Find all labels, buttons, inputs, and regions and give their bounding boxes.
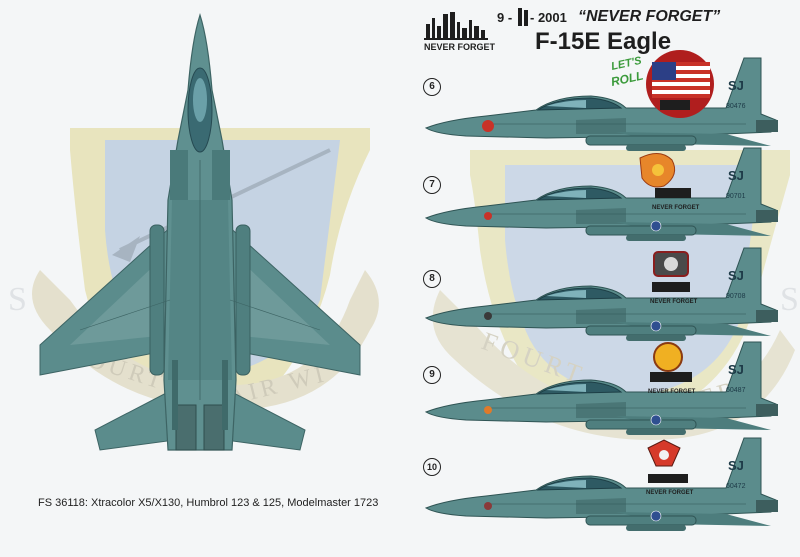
twin-towers-icon	[518, 8, 528, 26]
profile-number-6: 6	[423, 78, 441, 96]
profile-number-10: 10	[423, 458, 441, 476]
logo-caption: NEVER FORGET	[424, 42, 496, 52]
profile-7-aircraft: SJ 90701	[425, 147, 779, 242]
header-date-left: 9 -	[497, 10, 513, 25]
insignia-lets-roll-flag: LET'S ROLL	[610, 50, 714, 118]
header-aircraft-title: F-15E Eagle	[535, 28, 672, 55]
paint-note: FS 36118: Xtracolor X5/X130, Humbrol 123…	[38, 497, 379, 509]
profile-number-9: 9	[423, 366, 441, 384]
profile-10-aircraft: SJ 60472	[425, 437, 779, 532]
svg-text:ROLL: ROLL	[610, 68, 645, 88]
profile-10-tail-code: SJ	[728, 458, 744, 473]
insignia-skull: NEVER FORGET	[650, 251, 698, 305]
profile-number-8: 8	[423, 270, 441, 288]
insignia-8-caption: NEVER FORGET	[650, 299, 698, 305]
top-view-aircraft	[39, 13, 361, 451]
watermark-left: S	[8, 281, 27, 318]
profile-6-aircraft: SJ 80476	[425, 57, 779, 152]
profile-10-serial: 60472	[726, 483, 746, 490]
insignia-eagle-badge: NEVER FORGET	[646, 439, 694, 496]
profile-8-tail-code: SJ	[728, 268, 744, 283]
insignia-7-caption: NEVER FORGET	[652, 205, 700, 211]
never-forget-logo	[424, 12, 488, 40]
profile-8-aircraft: SJ 90708	[425, 247, 779, 342]
profile-8-serial: 90708	[726, 293, 746, 300]
profile-9-serial: 60487	[726, 387, 746, 394]
insignia-9-caption: NEVER FORGET	[648, 389, 696, 395]
insignia-10-caption: NEVER FORGET	[646, 490, 694, 496]
profile-6-tail-code: SJ	[728, 78, 744, 93]
header-slogan: “NEVER FORGET”	[578, 8, 721, 25]
profile-7-serial: 90701	[726, 193, 746, 200]
profile-9-tail-code: SJ	[728, 362, 744, 377]
profile-6-serial: 80476	[726, 103, 746, 110]
insignia-dragon: NEVER FORGET	[639, 153, 700, 211]
header-date-right: - 2001	[530, 10, 567, 25]
insignia-lucky-badge: NEVER FORGET	[648, 342, 696, 395]
profile-9-aircraft: SJ 60487	[425, 341, 779, 436]
f15e-top-view	[39, 13, 361, 451]
watermark-right: S	[780, 281, 799, 318]
profile-7-tail-code: SJ	[728, 168, 744, 183]
profile-number-7: 7	[423, 176, 441, 194]
